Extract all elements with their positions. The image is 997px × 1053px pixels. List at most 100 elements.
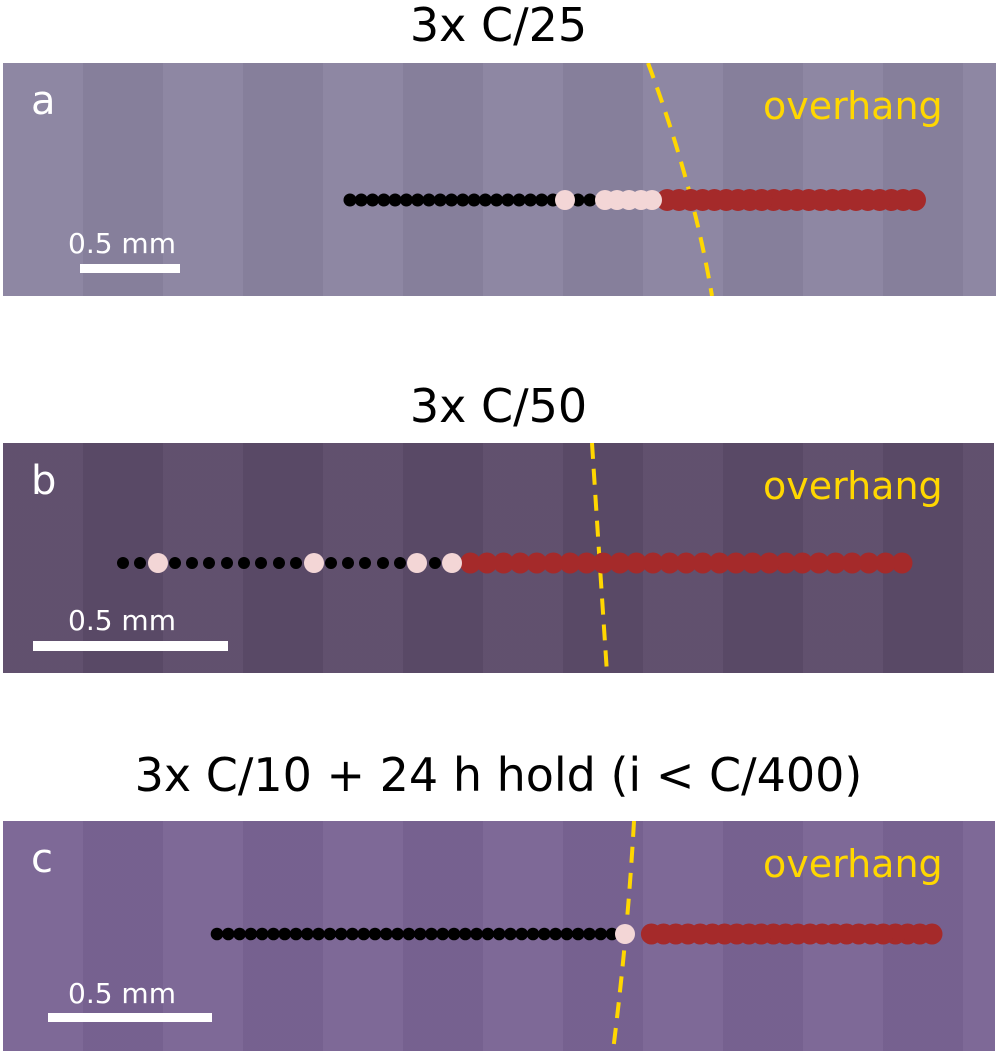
black-dot <box>323 927 337 941</box>
black-dot <box>388 193 402 207</box>
image-texture <box>3 63 996 296</box>
black-dot <box>334 927 348 941</box>
red-dot <box>742 552 764 574</box>
overhang-label: overhang <box>763 464 943 508</box>
panel-letter-a: a <box>31 78 56 124</box>
red-dot <box>509 552 531 574</box>
overlay-c <box>210 821 943 1051</box>
black-dot <box>233 927 246 941</box>
black-dot <box>394 557 406 569</box>
black-dot <box>342 557 354 569</box>
black-dot <box>402 927 416 941</box>
red-dot <box>642 552 664 574</box>
overhang-label: overhang <box>763 84 943 128</box>
panel-letter-c: c <box>31 836 53 882</box>
black-dot <box>359 557 371 569</box>
black-dot <box>436 927 450 941</box>
black-dot <box>515 927 529 941</box>
red-dot <box>493 552 515 574</box>
black-dot <box>290 557 302 569</box>
overhang-label: overhang <box>763 842 943 886</box>
black-dot <box>481 927 495 941</box>
panel-title-b: 3x C/50 <box>409 379 588 433</box>
black-dot <box>512 193 526 207</box>
scale-bar <box>80 264 180 273</box>
black-dot <box>221 557 233 569</box>
black-dot <box>433 193 447 207</box>
black-dot <box>456 193 470 207</box>
panel-letter-b: b <box>31 458 57 504</box>
black-dot <box>203 557 215 569</box>
black-dot <box>221 927 235 941</box>
overlay-b <box>117 443 913 673</box>
black-dot <box>490 193 504 207</box>
black-dot <box>583 193 597 207</box>
red-dot <box>791 552 813 574</box>
red-dot <box>640 923 662 945</box>
black-dot <box>478 193 492 207</box>
pink-dot <box>555 190 575 210</box>
red-dot <box>841 552 863 574</box>
red-dot <box>808 552 830 574</box>
black-dot <box>368 927 382 941</box>
red-dot <box>625 552 647 574</box>
black-dot <box>537 927 551 941</box>
black-dot <box>210 927 224 941</box>
black-dot <box>346 927 359 941</box>
black-dot <box>526 927 540 941</box>
black-dot <box>343 193 357 207</box>
black-dot <box>571 193 585 207</box>
black-dot <box>413 927 427 941</box>
red-dot <box>576 552 598 574</box>
black-dot <box>429 557 441 569</box>
black-dot <box>117 557 129 569</box>
black-dot <box>549 927 562 941</box>
red-dot <box>891 552 913 574</box>
black-dot <box>492 927 506 941</box>
black-dot <box>300 927 314 941</box>
black-dot <box>399 193 413 207</box>
black-dot <box>470 927 483 941</box>
black-dot <box>379 927 393 941</box>
black-dot <box>278 927 292 941</box>
micrograph-panel-a: a overhang 0.5 mm <box>3 63 996 296</box>
black-dot <box>560 927 574 941</box>
black-dot <box>583 927 596 941</box>
pink-dot <box>148 553 168 573</box>
black-dot <box>267 927 280 941</box>
scale-bar-label: 0.5 mm <box>68 227 176 260</box>
black-dot <box>422 193 436 207</box>
panel-title-c: 3x C/10 + 24 h hold (i < C/400) <box>134 748 863 802</box>
red-dot <box>874 552 896 574</box>
black-dot <box>535 193 549 207</box>
black-dot <box>523 193 537 207</box>
black-dot <box>312 927 325 941</box>
black-dot <box>377 557 389 569</box>
red-dot <box>459 552 481 574</box>
red-dot <box>542 552 564 574</box>
red-dot <box>775 552 797 574</box>
black-dot <box>391 927 404 941</box>
black-dot <box>357 927 371 941</box>
overlay-a <box>343 63 926 296</box>
black-dot <box>186 557 198 569</box>
overhang-boundary-line <box>646 63 714 296</box>
red-dot <box>758 552 780 574</box>
black-dot <box>238 557 250 569</box>
black-dot <box>273 557 285 569</box>
red-dot <box>656 189 679 211</box>
black-dot <box>594 927 608 941</box>
black-dot <box>501 193 515 207</box>
black-dot <box>411 193 425 207</box>
black-dot <box>605 927 619 941</box>
scale-bar <box>33 641 228 651</box>
red-dot <box>659 552 681 574</box>
scale-bar-label: 0.5 mm <box>68 604 176 637</box>
red-dot <box>858 552 880 574</box>
red-dot <box>825 552 847 574</box>
black-dot <box>255 927 269 941</box>
black-dot <box>366 193 380 207</box>
black-dot <box>354 193 368 207</box>
red-dot <box>476 552 498 574</box>
